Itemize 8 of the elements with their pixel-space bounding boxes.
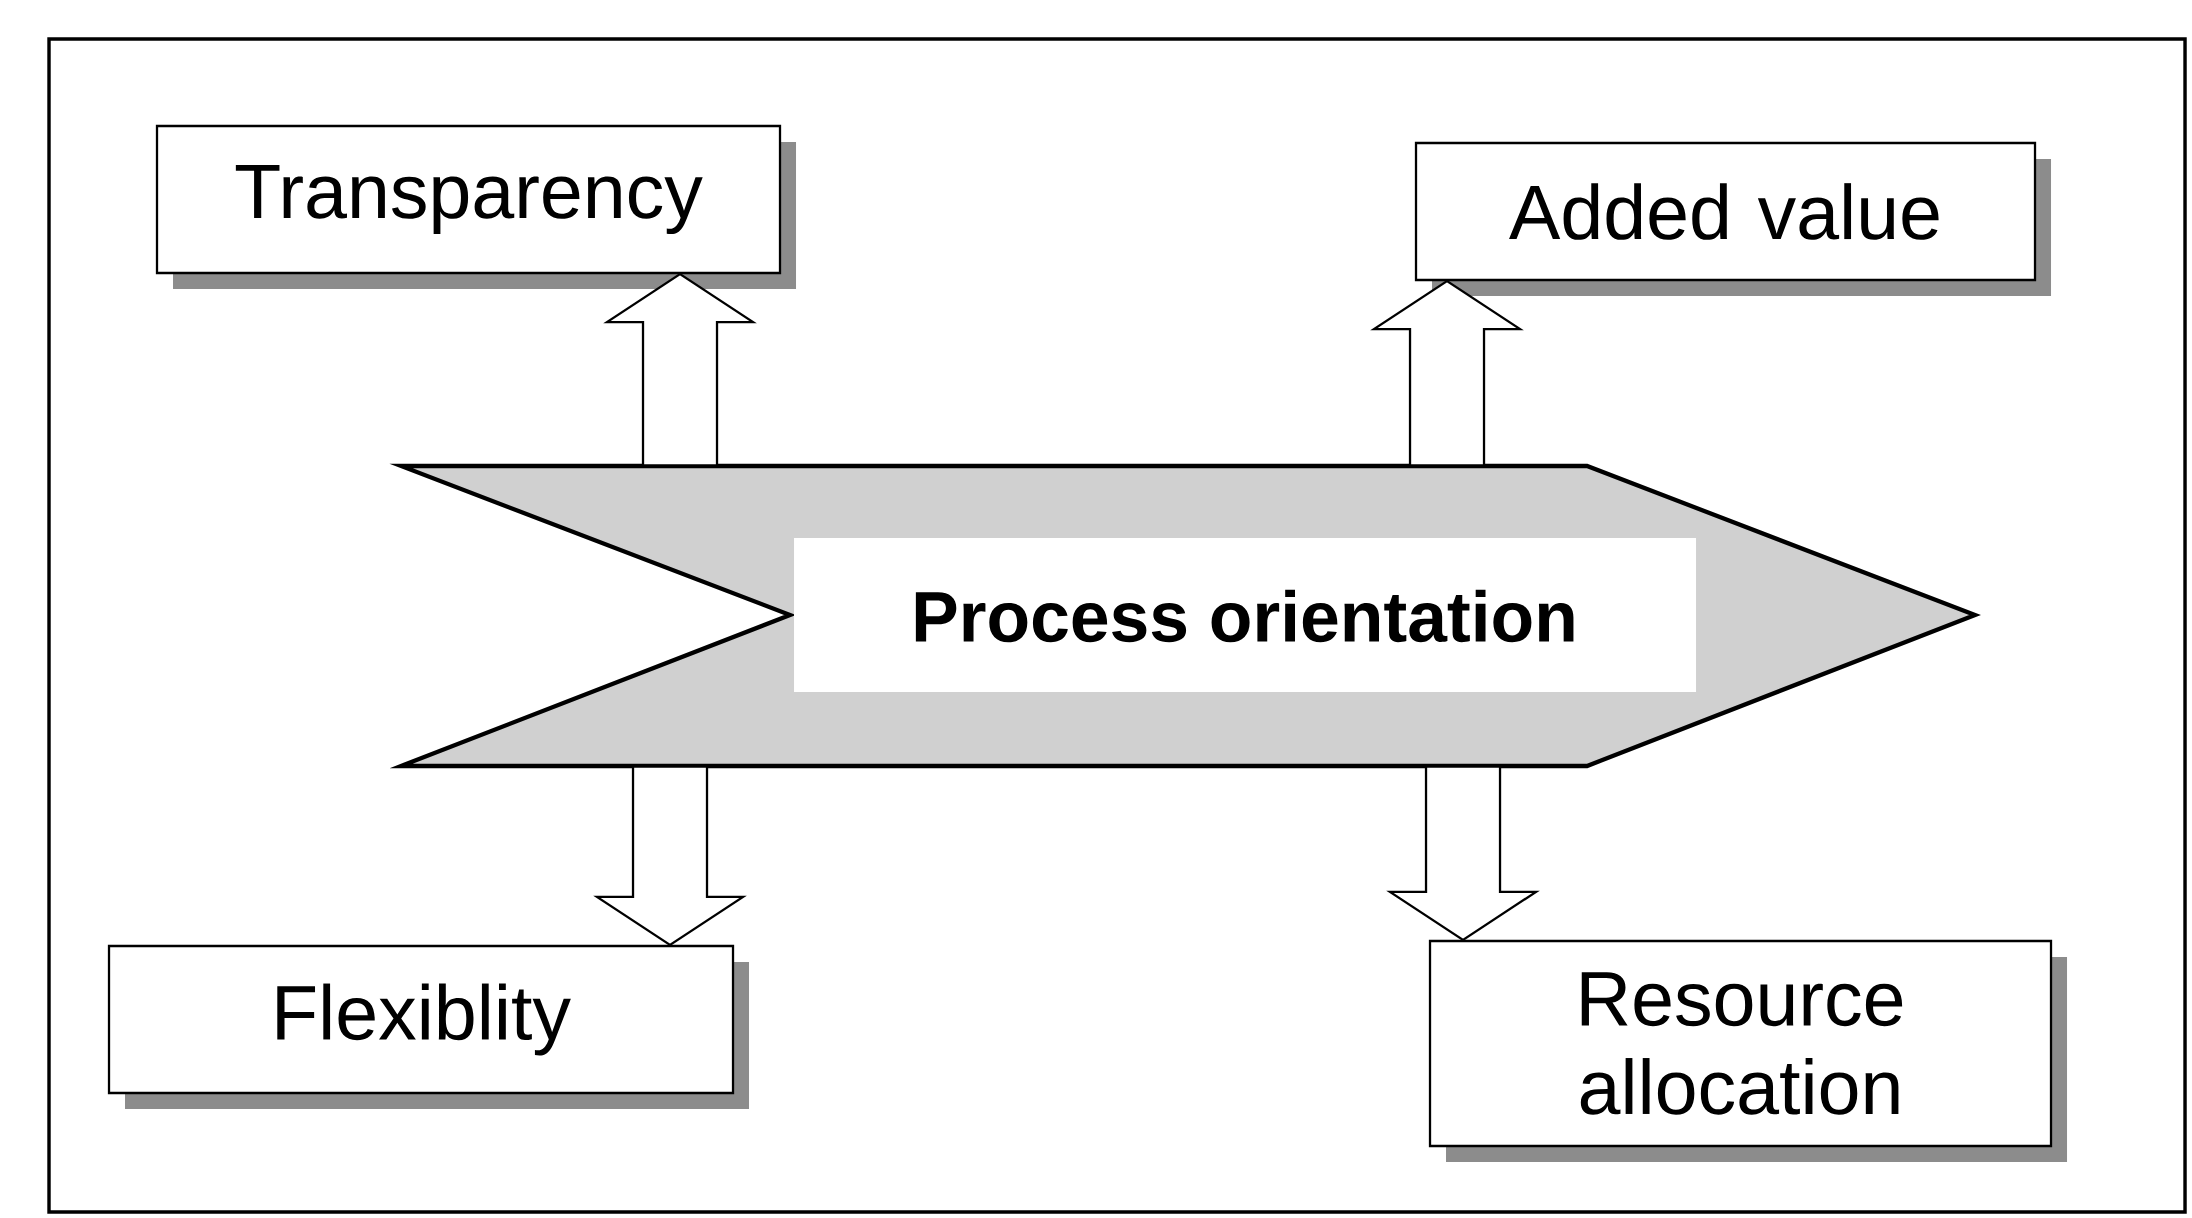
block-arrow	[1370, 279, 1524, 467]
block-arrow	[603, 272, 757, 467]
label-box: Resource allocation	[1428, 939, 2068, 1162]
block-arrow	[1386, 765, 1540, 942]
label-box: Transparency	[155, 124, 796, 289]
block-arrow	[593, 765, 747, 947]
label-box: Flexiblity	[107, 944, 749, 1109]
label-box: Added value	[1414, 141, 2051, 296]
